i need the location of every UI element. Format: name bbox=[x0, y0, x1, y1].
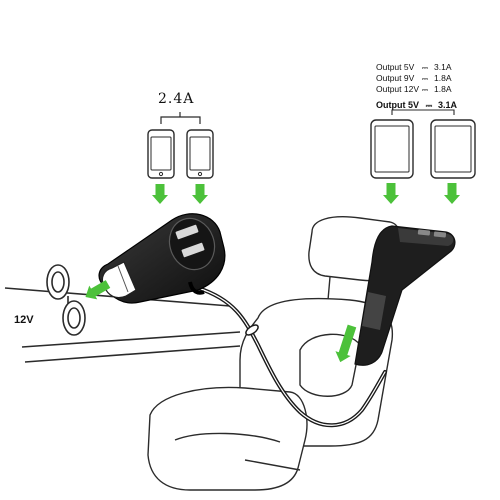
output-spec-bold: Output 5V⎓3.1A bbox=[376, 100, 458, 110]
phone-1-arrow bbox=[152, 184, 168, 204]
charger-cable bbox=[196, 286, 387, 428]
phone-icon-2 bbox=[186, 129, 214, 179]
seat-back-usb-hub bbox=[354, 225, 456, 366]
bracket bbox=[160, 112, 201, 124]
tablet-bracket bbox=[391, 109, 455, 115]
spec-row: Output 9V⎓1.8A bbox=[376, 73, 452, 83]
phone-icon-1 bbox=[147, 129, 175, 179]
arrows bbox=[85, 183, 460, 363]
phone-2-arrow bbox=[192, 184, 208, 204]
tablet-1-arrow bbox=[383, 183, 399, 204]
tablet-2-arrow bbox=[444, 183, 460, 204]
socket-voltage-label: 12V bbox=[14, 314, 34, 326]
tablet-icon-1 bbox=[370, 119, 414, 179]
cigarette-socket-cap bbox=[46, 264, 86, 336]
spec-row: Output 5V⎓3.1A bbox=[376, 62, 452, 72]
socket-arrow bbox=[85, 280, 111, 300]
car-charger-plug bbox=[98, 213, 226, 304]
tablet-icon-2 bbox=[430, 119, 476, 179]
dual-port-current-label: 2.4A bbox=[158, 91, 195, 107]
spec-row: Output 12V⎓1.8A bbox=[376, 84, 452, 94]
output-spec-table: Output 5V⎓3.1A Output 9V⎓1.8A Output 12V… bbox=[376, 62, 452, 95]
hub-arrow bbox=[335, 324, 357, 363]
